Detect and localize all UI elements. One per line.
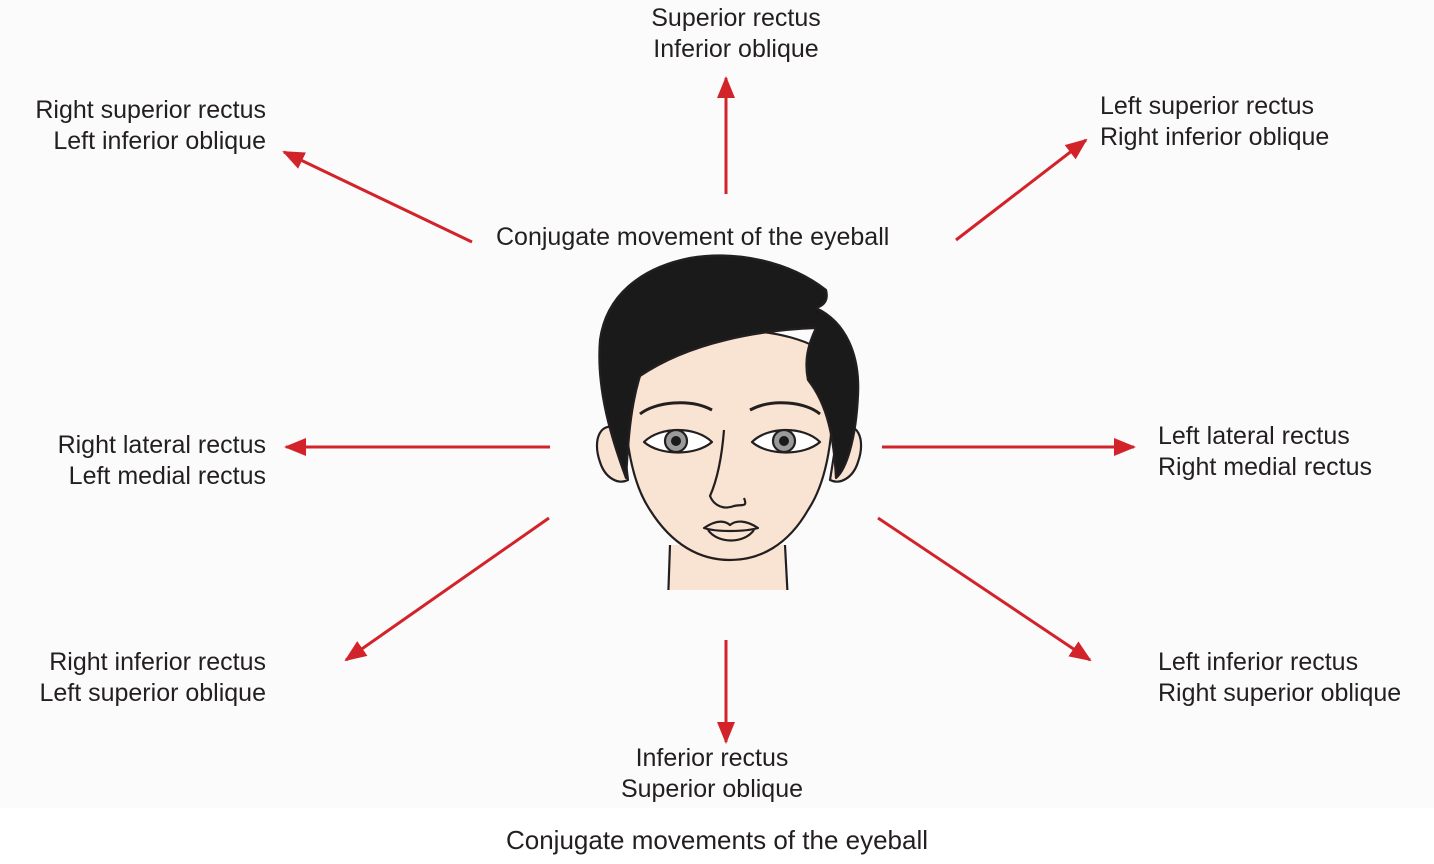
- right-eyebrow: [749, 401, 821, 416]
- label-up-left: Right superior rectus Left inferior obli…: [0, 95, 266, 157]
- label-left: Right lateral rectus Left medial rectus: [0, 430, 266, 492]
- label-up-right: Left superior rectus Right inferior obli…: [1100, 91, 1329, 153]
- label-right-line2: Right medial rectus: [1158, 453, 1372, 481]
- label-down-left: Right inferior rectus Left superior obli…: [0, 647, 266, 709]
- label-down-line2: Superior oblique: [620, 775, 804, 803]
- label-down-right: Left inferior rectus Right superior obli…: [1158, 647, 1401, 709]
- label-down-left-line1: Right inferior rectus: [49, 648, 266, 676]
- face-illustration: [595, 254, 863, 612]
- label-up-right-line2: Right inferior oblique: [1100, 123, 1330, 151]
- mouth-lower: [707, 529, 755, 542]
- arrow-up-left: [282, 150, 473, 244]
- mouth-upper: [702, 520, 760, 533]
- label-left-line1: Right lateral rectus: [57, 431, 266, 459]
- label-down-line1: Inferior rectus: [635, 744, 789, 772]
- left-pupil: [671, 436, 681, 446]
- label-up-left-line1: Right superior rectus: [35, 96, 266, 124]
- label-left-line2: Left medial rectus: [68, 462, 266, 490]
- right-pupil: [779, 436, 789, 446]
- label-up-left-line2: Left inferior oblique: [53, 127, 266, 155]
- arrow-down-right: [877, 516, 1092, 662]
- label-up: Superior rectus Inferior oblique: [636, 3, 836, 65]
- label-down-left-line2: Left superior oblique: [39, 679, 266, 707]
- nose: [708, 429, 747, 509]
- label-up-line1: Superior rectus: [651, 4, 821, 32]
- face: [623, 328, 835, 562]
- left-eyebrow: [639, 401, 713, 416]
- label-down-right-line1: Left inferior rectus: [1158, 648, 1359, 676]
- arrow-up-right: [955, 138, 1088, 242]
- label-down: Inferior rectus Superior oblique: [602, 743, 822, 805]
- label-up-right-line1: Left superior rectus: [1100, 92, 1314, 120]
- label-right-line1: Left lateral rectus: [1158, 422, 1350, 450]
- label-right: Left lateral rectus Right medial rectus: [1158, 421, 1372, 483]
- center-label: Conjugate movement of the eyeball: [496, 223, 890, 251]
- label-up-line2: Inferior oblique: [653, 35, 819, 63]
- arrow-down-left: [344, 516, 550, 662]
- label-down-right-line2: Right superior oblique: [1158, 679, 1402, 707]
- hair: [598, 254, 860, 480]
- figure-caption: Conjugate movements of the eyeball: [505, 825, 929, 855]
- diagram-canvas: [282, 76, 1136, 744]
